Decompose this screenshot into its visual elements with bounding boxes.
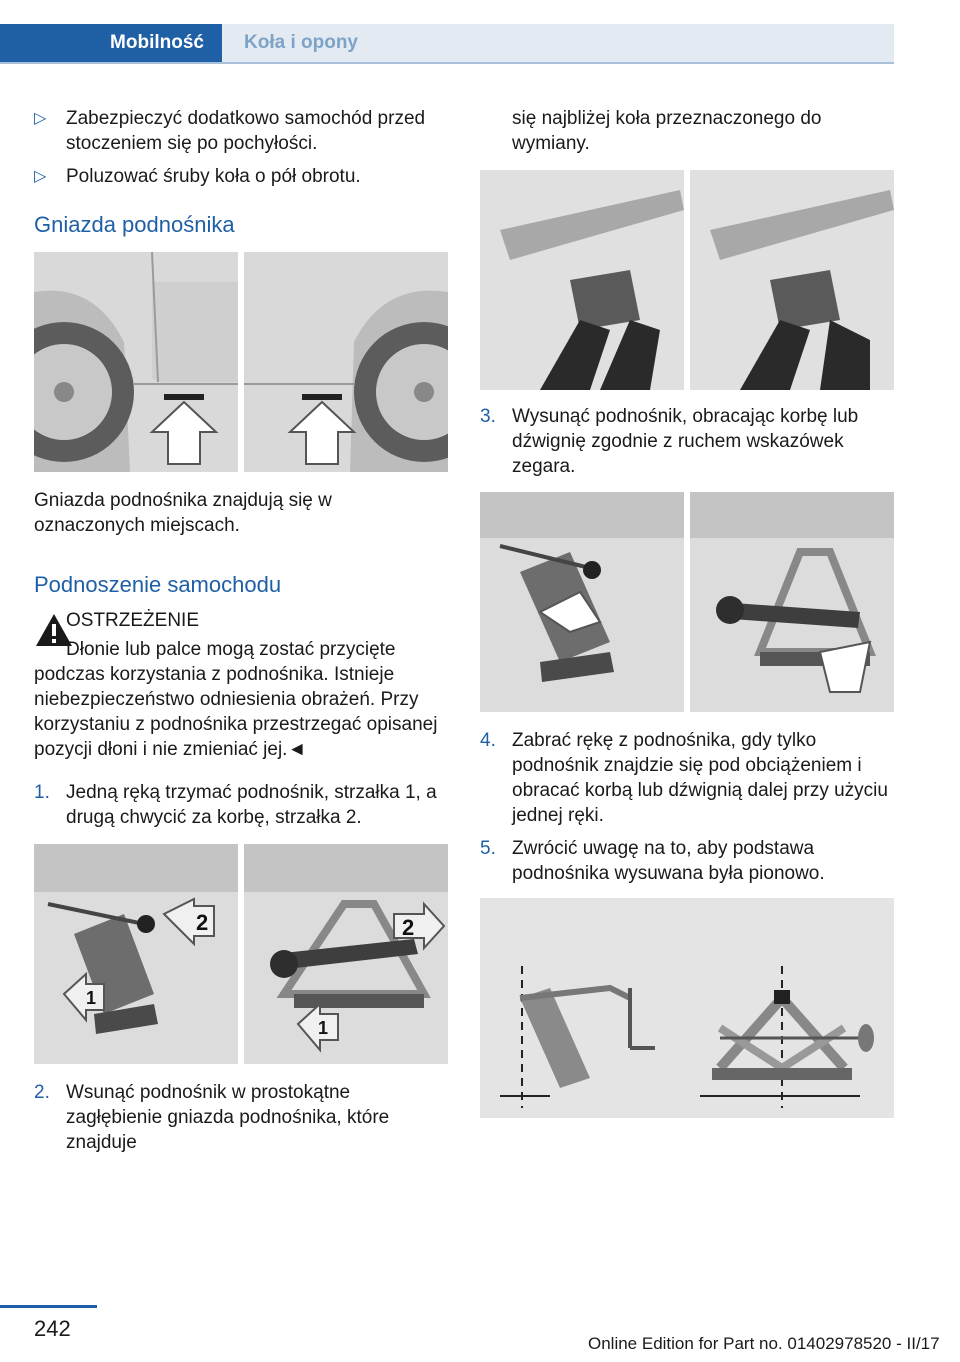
section-heading-jack-points: Gniazda podnośnika <box>34 212 235 237</box>
step-text: Wysunąć podnośnik, obracając korbę lub d… <box>512 406 859 477</box>
list-item: 3. Wysunąć podnośnik, obracając korbę lu… <box>480 404 894 479</box>
list-item: ▷ Poluzować śruby koła o pół obrotu. <box>34 164 448 189</box>
bullet-text: Zabezpieczyć dodatkowo samochód przed st… <box>66 108 426 154</box>
figure-cranking <box>480 492 894 712</box>
arrow-label-2: 2 <box>196 910 208 935</box>
edition-text: Online Edition for Part no. 01402978520 … <box>588 1334 940 1353</box>
triangle-bullet-icon: ▷ <box>34 168 47 185</box>
tab-wheels-tyres[interactable]: Koła i opony <box>222 24 894 62</box>
warning-title: OSTRZEŻENIE <box>66 610 200 631</box>
step-number: 4. <box>480 730 496 751</box>
warning-icon <box>34 612 74 648</box>
step-text: Zabrać rękę z podnośnika, gdy tylko podn… <box>512 730 888 826</box>
list-item: 5. Zwrócić uwagę na to, aby podstawa pod… <box>480 836 894 886</box>
bullet-text: Poluzować śruby koła o pół obrotu. <box>66 166 361 187</box>
step-text: Jedną ręką trzymać podnośnik, strzałka 1… <box>66 782 437 828</box>
section-heading-lifting: Podnoszenie samochodu <box>34 572 282 597</box>
step-text: Zwrócić uwagę na to, aby podstawa podnoś… <box>512 838 825 884</box>
list-item: ▷ Zabezpieczyć dodatkowo samochód przed … <box>34 106 448 156</box>
list-item: 4. Zabrać rękę z podnośnika, gdy tylko p… <box>480 728 894 828</box>
figure-holding-jack: 2 1 2 1 <box>34 844 448 1064</box>
figure-jack-recess <box>480 170 894 390</box>
step-text-continued: się najbliżej koła przeznaczonego do wym… <box>512 108 822 154</box>
warning-text: podczas korzystania z podnośnika. Istnie… <box>34 664 438 760</box>
figure-vertical-base <box>480 898 894 1118</box>
caption-jacking-points: Gniazda podnośnika znajdują się w oznacz… <box>34 490 332 536</box>
step-number: 3. <box>480 406 496 427</box>
tab-mobility[interactable]: Mobilność <box>0 24 222 62</box>
step-text: Wsunąć podnośnik w prostokątne zagłębien… <box>66 1082 390 1153</box>
step-number: 5. <box>480 838 496 859</box>
page-number: 242 <box>34 1316 71 1341</box>
arrow-label-2-right: 2 <box>402 915 414 940</box>
arrow-label-1-right: 1 <box>318 1018 328 1038</box>
figure-jacking-points <box>34 252 448 472</box>
footer-divider <box>0 1305 97 1308</box>
step-number: 1. <box>34 782 50 803</box>
list-item: 1. Jedną ręką trzymać podnośnik, strzałk… <box>34 780 448 830</box>
list-item: 2. Wsunąć podnośnik w prostokątne zagłęb… <box>34 1080 448 1155</box>
header: Mobilność Koła i opony <box>0 0 960 64</box>
header-divider <box>0 62 894 64</box>
warning-text-first: Dłonie lub palce mogą zostać przycięte <box>66 639 396 660</box>
triangle-bullet-icon: ▷ <box>34 110 47 127</box>
step-number: 2. <box>34 1082 50 1103</box>
arrow-label-1: 1 <box>86 988 96 1008</box>
